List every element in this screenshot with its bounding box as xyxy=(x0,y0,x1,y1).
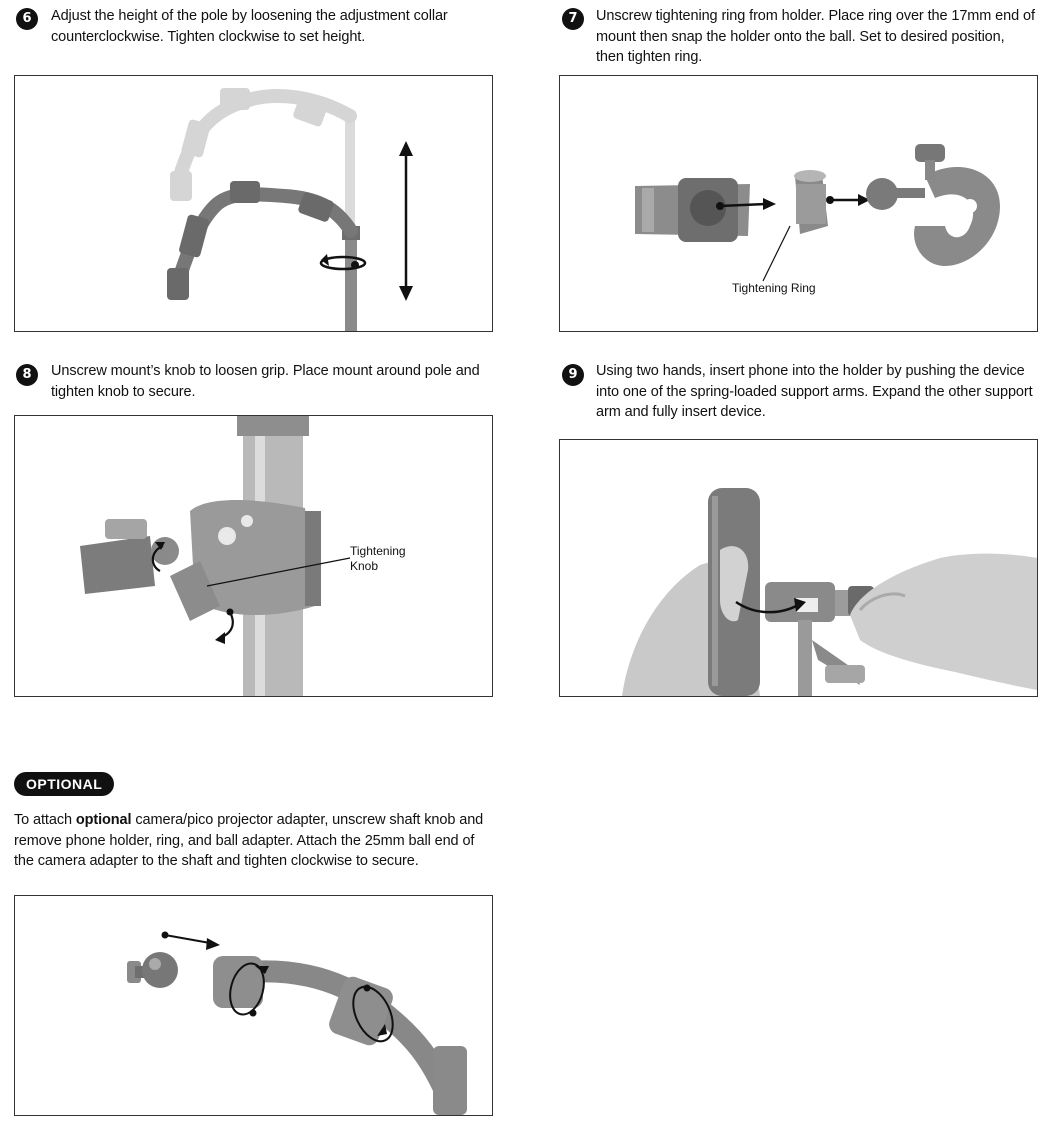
step-8-text: Unscrew mount’s knob to loosen grip. Pla… xyxy=(51,363,480,400)
step-9-number: 9 xyxy=(562,364,584,386)
clamp-graphic xyxy=(190,500,321,616)
arrow-icon xyxy=(794,598,806,612)
step-6-number: 6 xyxy=(16,8,38,30)
optional-text-bold: optional xyxy=(75,812,132,828)
step-7-number: 7 xyxy=(562,8,584,30)
rotate-arrow-icon xyxy=(319,255,367,271)
optional-text-end: camera/pico projector adapter, unscrew s… xyxy=(14,812,484,869)
rotate-arrow-icon xyxy=(352,985,394,1043)
step-7-illustration: Tightening Ring xyxy=(559,75,1038,332)
step-9-illustration xyxy=(559,439,1038,697)
tightening-knob-label-line1: Tightening xyxy=(350,544,406,558)
pole-graphic xyxy=(345,236,357,331)
optional-text-start: To attach xyxy=(14,812,76,828)
rotate-arrow-icon xyxy=(219,611,234,640)
tightening-knob-graphic xyxy=(170,561,220,621)
rotate-arrow-icon xyxy=(229,962,265,1016)
pole-height-drawing xyxy=(167,88,413,331)
camera-adapter-graphic xyxy=(127,952,178,988)
optional-badge: OPTIONAL xyxy=(14,772,115,796)
holder-assembly-drawing: Tightening Ring xyxy=(635,144,1000,295)
phone-holder-graphic xyxy=(635,178,750,242)
clamp-mount-graphic xyxy=(866,144,1000,266)
camera-adapter-drawing xyxy=(127,931,467,1115)
step-9-text: Using two hands, insert phone into the h… xyxy=(596,363,1033,420)
tightening-knob-label-line2: Knob xyxy=(350,559,378,573)
tightening-ring-graphic xyxy=(794,170,828,234)
optional-illustration xyxy=(14,895,493,1116)
arrow-icon xyxy=(206,938,220,950)
optional-text: To attach optional camera/pico projector… xyxy=(14,810,494,872)
gooseneck-arm-graphic xyxy=(167,181,358,300)
step-7-text: Unscrew tightening ring from holder. Pla… xyxy=(596,8,1035,65)
phone-holder-graphic xyxy=(80,519,179,594)
right-hand-graphic xyxy=(850,553,1037,690)
tightening-ring-label: Tightening Ring xyxy=(732,281,816,295)
ghost-arm-graphic xyxy=(170,88,357,261)
step-6-text: Adjust the height of the pole by looseni… xyxy=(51,8,448,45)
arrow-icon xyxy=(763,198,776,210)
step-6-illustration xyxy=(14,75,493,332)
step-8-number: 8 xyxy=(16,364,38,386)
step-8-illustration: Tightening Knob xyxy=(14,415,493,697)
phone-insert-drawing xyxy=(622,488,1037,696)
clamp-on-pole-drawing: Tightening Knob xyxy=(80,416,406,696)
phone-holder-graphic xyxy=(765,582,874,696)
